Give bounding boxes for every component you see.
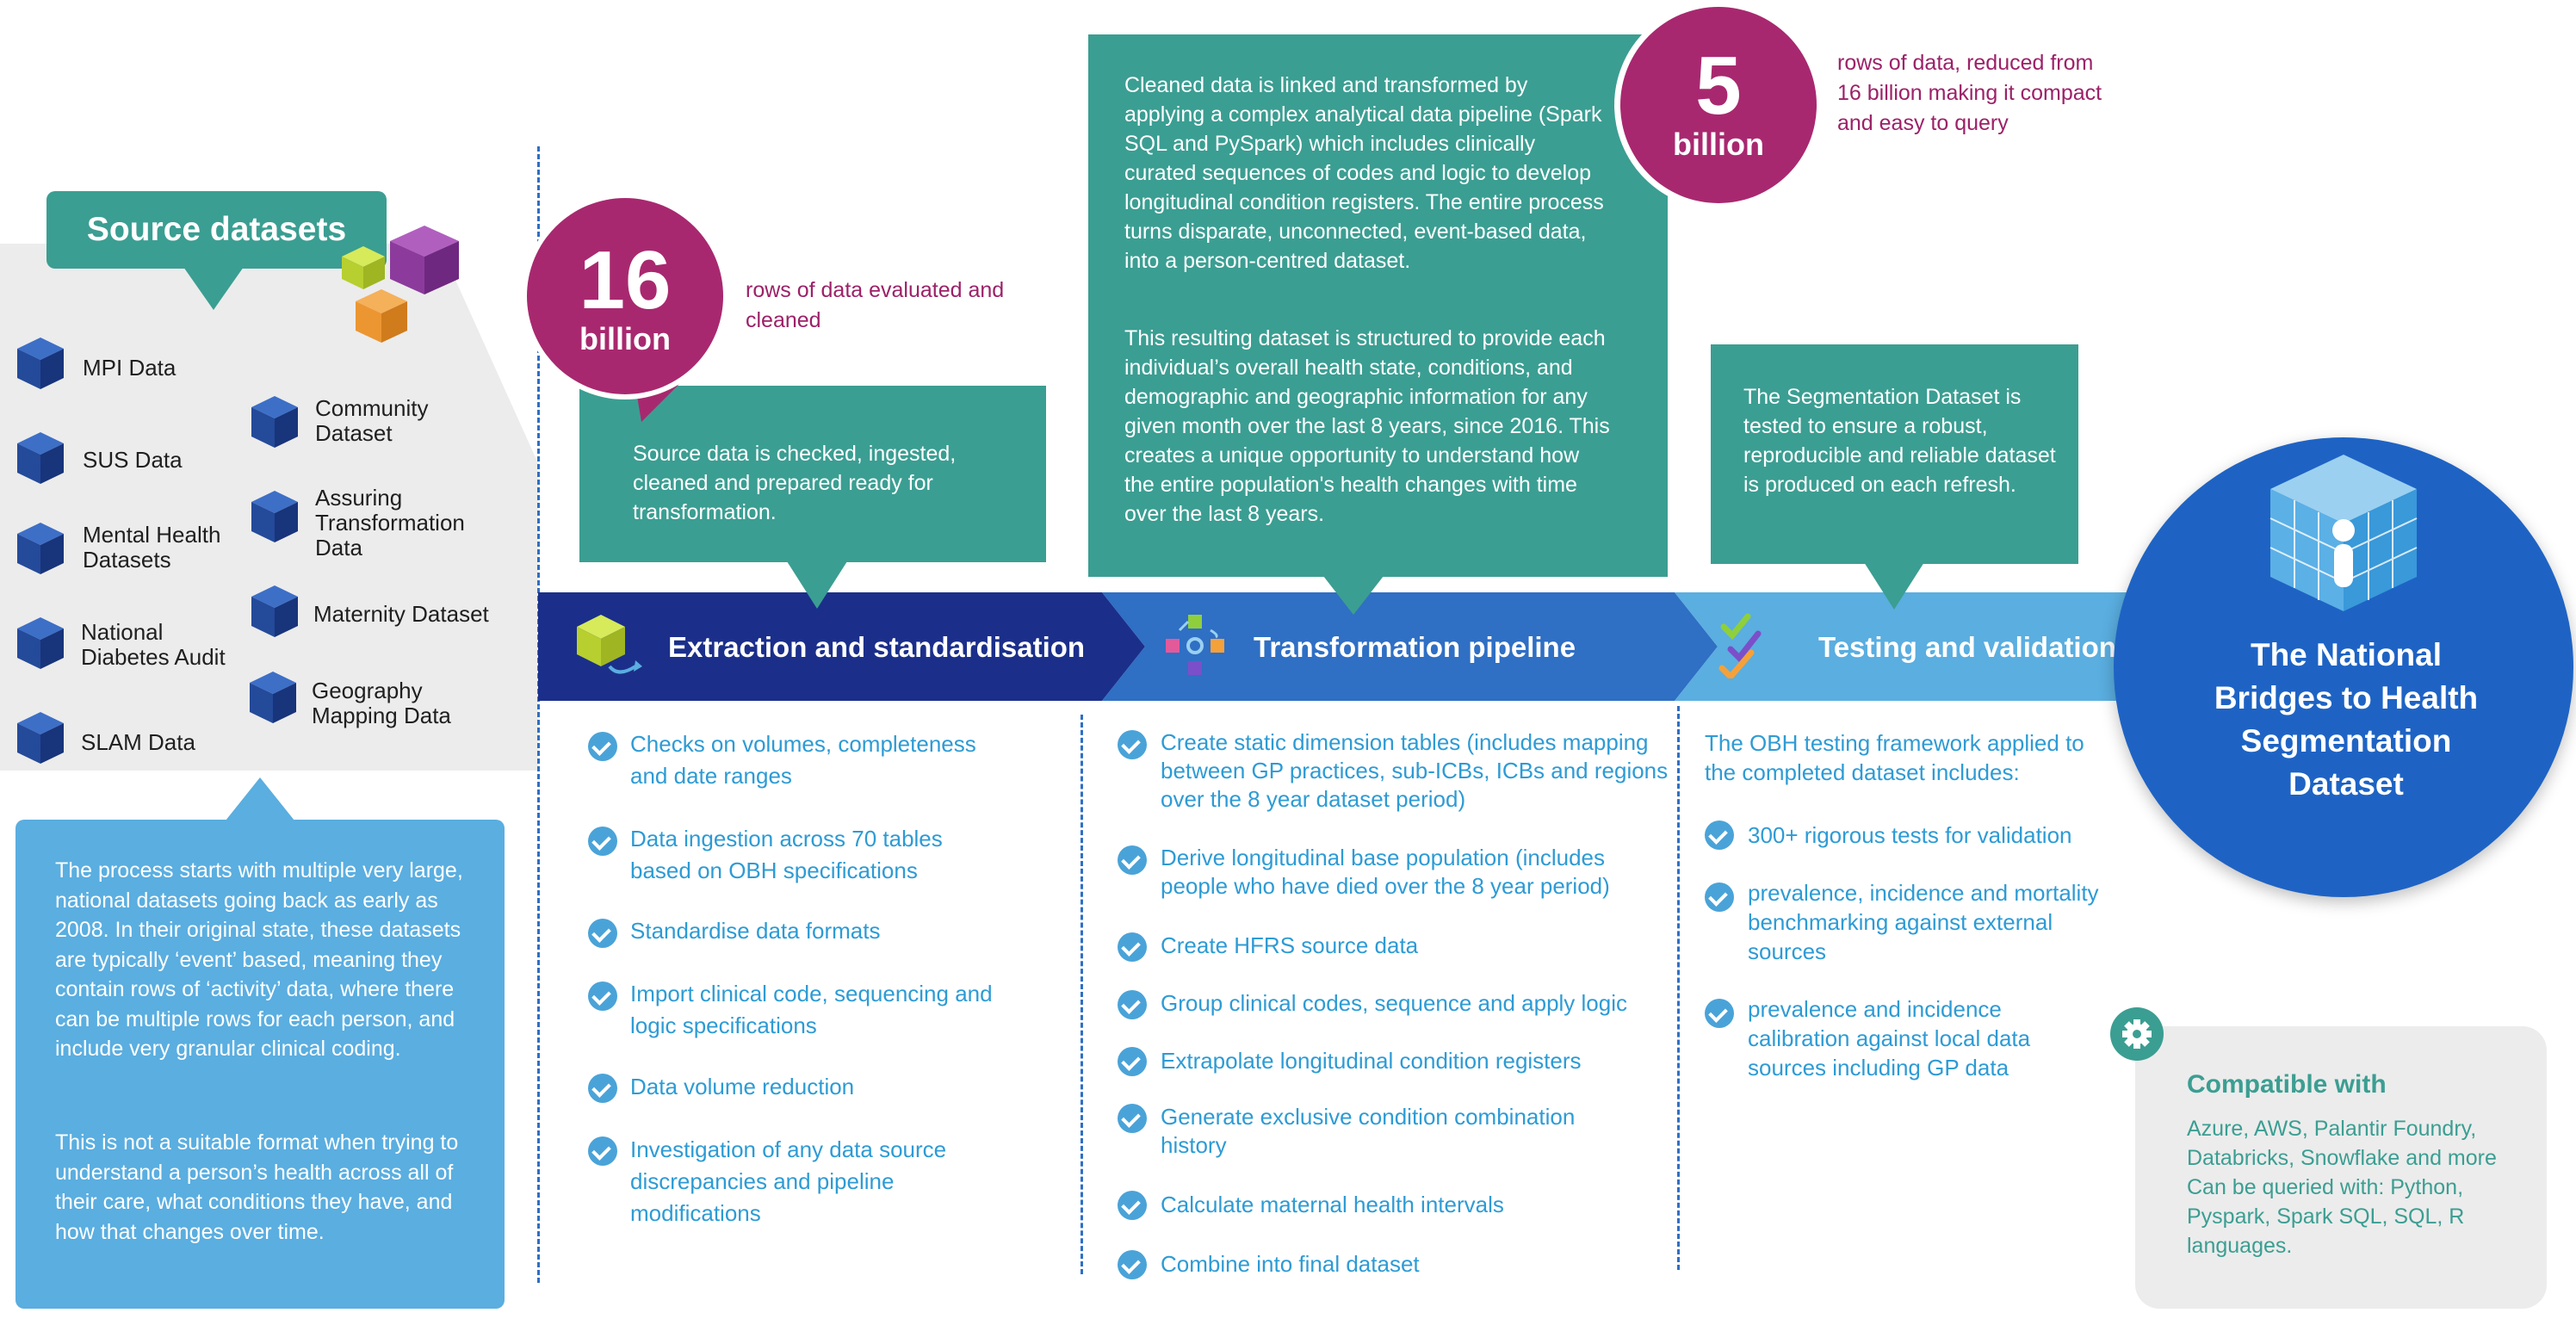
source-description-box: The process starts with multiple very la… (15, 820, 505, 1309)
transformation-item: Combine into final dataset (1161, 1251, 1420, 1277)
stat16-circle: 16 billion (527, 198, 723, 394)
source-title-box: Source datasets (46, 191, 387, 269)
extraction-item: Checks on volumes, completeness and date… (630, 731, 976, 789)
extraction-callout-pointer (787, 561, 847, 609)
check-icon (1705, 821, 1734, 850)
source-title-pointer (183, 267, 244, 310)
transformation-item: Create static dimension tables (includes… (1161, 729, 1669, 812)
extraction-item: Import clinical code, sequencing and log… (630, 981, 993, 1038)
check-icon (588, 919, 617, 948)
transformation-item: Create HFRS source data (1161, 932, 1419, 958)
dataset-slam: SLAM Data (81, 729, 195, 755)
testing-item: 300+ rigorous tests for validation (1748, 822, 2072, 848)
check-icon (1118, 1191, 1147, 1220)
transformation-callout-text-2: This resulting dataset is structured to … (1124, 326, 1610, 526)
check-icon (1118, 845, 1147, 875)
check-icon (588, 982, 617, 1011)
dataset-maternity: Maternity Dataset (313, 601, 489, 627)
stage-transformation-label: Transformation pipeline (1254, 631, 1576, 663)
compatible-text: Azure, AWS, Palantir Foundry, Databricks… (2187, 1117, 2497, 1258)
transformation-callout-text-1: Cleaned data is linked and transformed b… (1124, 73, 1604, 273)
dataset-cube-icon (251, 396, 298, 448)
dataset-geography-mapping: Geography Mapping Data (312, 678, 451, 728)
divider (537, 146, 540, 1283)
testing-intro: The OBH testing framework applied to the… (1705, 730, 2084, 785)
testing-item: prevalence, incidence and mortality benc… (1748, 880, 2099, 964)
divider (1677, 706, 1680, 1270)
cubes-icon (342, 226, 459, 343)
compatible-box: Compatible with Azure, AWS, Palantir Fou… (2135, 1026, 2547, 1309)
dataset-mpi: MPI Data (83, 355, 176, 381)
stat16-number: 16 (579, 234, 672, 326)
testing-callout-text: The Segmentation Dataset is tested to en… (1743, 385, 2056, 497)
stage-testing-label: Testing and validation (1818, 631, 2116, 663)
check-icon (1118, 990, 1147, 1019)
source-description-1: The process starts with multiple very la… (55, 858, 463, 1061)
stat16-caption: rows of data evaluated and cleaned (746, 278, 1005, 332)
check-icon (1118, 1250, 1147, 1279)
transformation-callout: Cleaned data is linked and transformed b… (1088, 34, 1668, 577)
testing-icon (1718, 613, 1762, 678)
check-icon (1118, 730, 1147, 759)
pipeline-band (538, 592, 2230, 701)
dataset-cube-icon (250, 672, 296, 723)
dataset-community: Community Dataset (315, 395, 429, 446)
extraction-item: Investigation of any data source discrep… (630, 1136, 947, 1226)
extraction-callout-text: Source data is checked, ingested, cleane… (633, 442, 957, 524)
dataset-sus: SUS Data (83, 447, 183, 473)
check-icon (588, 1136, 617, 1166)
desc-pointer (226, 777, 294, 821)
dataset-cube-icon (251, 585, 298, 637)
dataset-cube-icon (251, 491, 298, 542)
check-icon (1118, 1047, 1147, 1076)
compatible-title: Compatible with (2187, 1070, 2387, 1099)
dataset-mental-health: Mental Health Datasets (83, 522, 221, 573)
transformation-item: Calculate maternal health intervals (1161, 1192, 1504, 1217)
check-icon (588, 732, 617, 761)
dataset-assuring-transformation: Assuring Transformation Data (315, 485, 465, 560)
check-icon (588, 1074, 617, 1103)
check-icon (1118, 932, 1147, 962)
extraction-item: Standardise data formats (630, 918, 881, 944)
check-icon (1118, 1104, 1147, 1133)
stat5-number: 5 (1695, 40, 1742, 132)
transformation-item: Group clinical codes, sequence and apply… (1161, 990, 1628, 1016)
stat5-unit: billion (1673, 127, 1764, 162)
extraction-item: Data ingestion across 70 tables based on… (630, 826, 943, 883)
source-description-2: This is not a suitable format when tryin… (55, 1130, 459, 1244)
testing-callout: The Segmentation Dataset is tested to en… (1711, 344, 2078, 564)
transformation-callout-pointer (1323, 576, 1384, 615)
dataset-cube-icon (17, 712, 64, 764)
source-title: Source datasets (86, 211, 347, 248)
dataset-cube-icon (17, 337, 64, 389)
check-icon (1705, 882, 1734, 912)
stat5-caption: rows of data, reduced from 16 billion ma… (1837, 51, 2102, 135)
stat16-unit: billion (579, 321, 671, 356)
transformation-item: Derive longitudinal base population (inc… (1161, 845, 1610, 899)
dataset-cube-icon (17, 432, 64, 484)
transformation-item: Generate exclusive condition combination… (1161, 1104, 1576, 1158)
dataset-cube-person-icon (2269, 455, 2418, 611)
testing-callout-pointer (1864, 562, 1924, 610)
dataset-national-diabetes: National Diabetes Audit (81, 619, 226, 670)
check-icon (1705, 999, 1734, 1028)
transformation-item: Extrapolate longitudinal condition regis… (1161, 1048, 1582, 1074)
extraction-callout: Source data is checked, ingested, cleane… (579, 386, 1046, 562)
result-title: The National Bridges to Health Segmentat… (2214, 637, 2479, 802)
dataset-cube-icon (17, 617, 64, 669)
divider (1081, 715, 1083, 1274)
testing-item: prevalence and incidence calibration aga… (1748, 996, 2031, 1081)
check-icon (588, 827, 617, 856)
extraction-icon (577, 615, 642, 674)
transformation-icon (1166, 615, 1224, 675)
dataset-cube-icon (17, 523, 64, 574)
extraction-item: Data volume reduction (630, 1074, 855, 1099)
stat5-circle: 5 billion (1620, 7, 1817, 203)
stage-extraction-label: Extraction and standardisation (668, 631, 1086, 663)
gear-icon (2110, 1007, 2164, 1061)
